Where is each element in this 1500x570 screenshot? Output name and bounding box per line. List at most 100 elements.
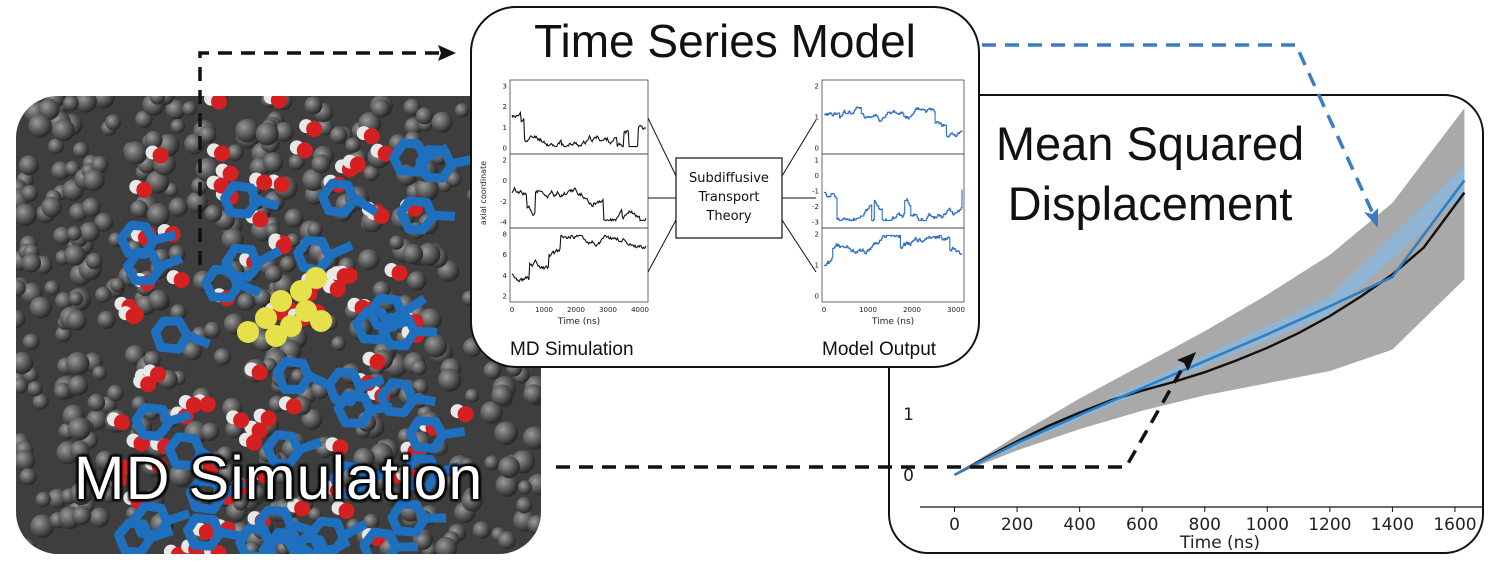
msd-panel-title: Mean Squared Displacement: [950, 114, 1350, 234]
ytick-label: 1: [815, 262, 819, 270]
oxygen-atom: [252, 211, 269, 228]
gray-atom: [345, 137, 361, 153]
oxygen-atom: [151, 457, 168, 474]
subplot-frame: [821, 79, 965, 155]
ring-bond: [166, 410, 192, 426]
gray-atom: [18, 155, 39, 176]
gray-atom: [480, 401, 503, 424]
oxygen-atom: [136, 181, 153, 198]
gray-atom: [165, 99, 186, 120]
gray-atom: [411, 360, 427, 376]
oxygen-atom: [222, 165, 239, 182]
md-simulation-panel: MD Simulation: [16, 96, 541, 554]
gray-atom: [21, 184, 39, 202]
ytick-label: 0: [503, 145, 507, 153]
phenyl-ring: [130, 501, 172, 540]
gray-atom: [527, 515, 541, 535]
xtick-label: 3000: [599, 306, 617, 314]
gray-atom: [331, 336, 346, 351]
ring-bond: [290, 520, 315, 536]
gray-atom: [204, 204, 223, 223]
gray-atom: [498, 456, 520, 479]
phenyl-ring: [333, 391, 375, 429]
theory-box-text: Theory: [705, 209, 751, 224]
gray-atom: [170, 304, 187, 321]
gray-atom: [198, 125, 217, 144]
ytick-label: -4: [500, 219, 508, 227]
oxygen-atom: [363, 128, 380, 145]
gray-atom: [381, 486, 402, 507]
ring-bond: [327, 241, 354, 260]
ring-bond: [218, 527, 243, 541]
oxygen-atom: [199, 396, 216, 413]
gray-atom: [233, 496, 248, 511]
subplot-frame: [509, 153, 649, 229]
oxygen-atom: [149, 366, 166, 383]
gray-atom: [216, 446, 234, 463]
phenyl-ring: [352, 306, 394, 345]
phenyl-ring: [255, 505, 296, 544]
y-tick-label: 0: [903, 466, 914, 486]
x-tick-label: 1200: [1308, 515, 1351, 535]
yellow-solute: [237, 267, 332, 347]
ytick-label: 1: [503, 124, 507, 132]
gray-atom: [16, 377, 28, 394]
gray-atom: [64, 160, 81, 176]
oxygen-atom: [257, 467, 274, 484]
gray-atom: [38, 98, 60, 121]
xtick-label: 2000: [903, 306, 921, 314]
series-line: [511, 186, 647, 222]
gray-atom: [311, 154, 331, 174]
oxygen-atom: [294, 500, 311, 517]
theory-box-text: Transport: [697, 190, 759, 205]
gray-atom: [92, 365, 107, 381]
gray-atom: [465, 388, 480, 403]
oxygen-atom: [198, 523, 215, 540]
oxygen-atom: [125, 308, 142, 325]
xtick-label: 3000: [947, 306, 965, 314]
gray-atom: [435, 536, 458, 554]
gray-atom: [85, 252, 103, 270]
gray-atom: [143, 350, 161, 369]
ring-bond: [185, 330, 211, 349]
gray-atom: [52, 118, 75, 142]
oxygen-atom: [233, 412, 250, 429]
gray-atom: [182, 341, 203, 361]
gray-atom: [32, 393, 49, 410]
gray-atom: [363, 513, 380, 530]
gray-atom: [67, 417, 91, 441]
ring-bond: [441, 427, 466, 440]
ring-bond: [198, 447, 226, 470]
oxygen-atom: [369, 353, 386, 370]
gray-atom: [16, 309, 26, 329]
gray-atom: [200, 422, 220, 441]
ts-panel-title: Time Series Model: [534, 15, 916, 67]
gray-atom: [29, 296, 52, 319]
gray-atom: [459, 458, 475, 473]
phenyl-ring: [387, 499, 429, 537]
gray-atom: [66, 226, 82, 241]
phenyl-ring: [151, 316, 192, 354]
gray-atom: [53, 226, 72, 245]
x-axis-label: Time (ns): [1179, 533, 1260, 553]
ytick-label: 2: [503, 103, 507, 111]
ts-left-label: MD Simulation: [510, 339, 634, 360]
series-line: [511, 234, 647, 283]
ytick-label: 6: [503, 251, 508, 259]
ring-bond: [400, 294, 428, 317]
ytick-label: 4: [503, 272, 508, 280]
ring-bond: [157, 254, 184, 272]
gray-atom: [516, 497, 533, 514]
xtick-label: 0: [510, 306, 514, 314]
subplot-frame: [509, 227, 649, 303]
axis-label-x: Time (ns): [871, 317, 914, 327]
oxygen-atom: [251, 364, 268, 381]
ring-bond: [364, 467, 390, 485]
ytick-label: 8: [503, 231, 507, 239]
ring-bond: [255, 246, 283, 267]
ytick-label: -3: [812, 219, 819, 227]
msd-title-line2: Displacement: [1007, 177, 1293, 230]
gray-atom: [304, 96, 323, 115]
